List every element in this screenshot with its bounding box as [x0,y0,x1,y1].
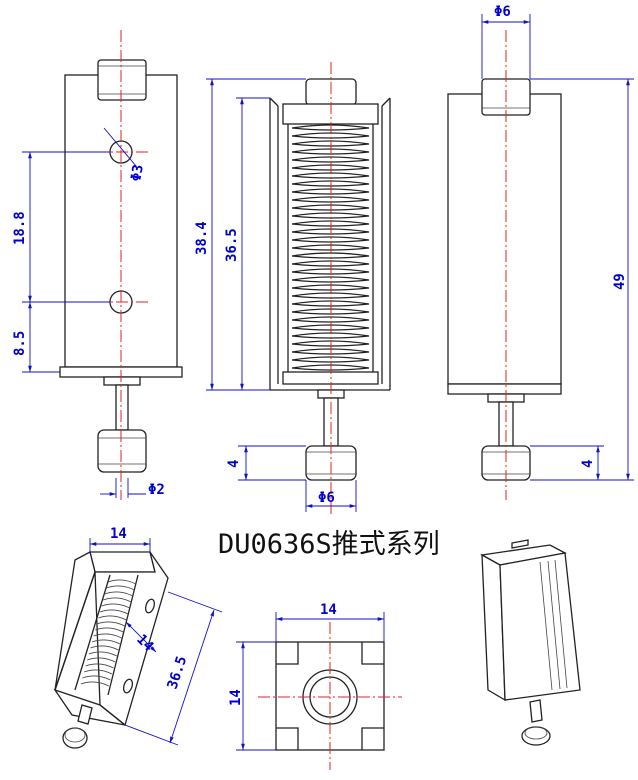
side-view [206,62,391,515]
spring-coil-turn [291,364,370,371]
iso-spring-turn [91,639,121,645]
front-hole-dia-label: Φ3 [128,163,147,182]
spring-coil-turn [291,356,370,363]
iso-spring-turn [87,657,116,663]
spring-coil-turn [291,180,370,187]
spring-coil [291,124,370,371]
spring-coil-turn [291,132,370,139]
side-button-height-label: 4 [226,460,242,468]
spring-coil-turn [291,156,370,163]
side-total-length-label: 38.4 [194,221,210,255]
spring-coil-turn [291,340,370,347]
spring-coil-turn [291,188,370,195]
spring-coil-turn [291,284,370,291]
iso-view-right [480,539,581,746]
iso-view [53,538,223,749]
spring-coil-turn [291,292,370,299]
spring-coil-turn [291,196,370,203]
iso-spring-turn [98,615,127,621]
spring-coil-turn [291,212,370,219]
side-button-dia-label: Φ6 [318,490,335,506]
spring-coil-turn [291,140,370,147]
spring-coil-turn [291,332,370,339]
iso-spring-turn [106,585,135,591]
spring-coil-turn [291,324,370,331]
right-button-height-label: 4 [580,460,596,468]
iso-spring-turn [107,579,137,585]
side-body-length-label: 36.5 [224,228,240,262]
spring-coil-turn [291,124,370,131]
spring-coil-turn [291,244,370,251]
iso-width-label: 14 [110,526,127,542]
iso-spring-turn [88,651,117,657]
front-shaft-dia-label: Φ2 [148,482,165,498]
spring-coil-turn [291,308,370,315]
spring-coil-turn [291,220,370,227]
spring-coil-turn [291,204,370,211]
spring-coil-turn [291,172,370,179]
drawing-title: DU0636S推式系列 [218,529,440,560]
spring-coil-turn [291,348,370,355]
spring-coil-turn [291,228,370,235]
iso-spring-turn [80,681,109,687]
right-overall-length-label: 49 [612,273,628,290]
iso-spring-coil [80,579,137,687]
front-bottom-offset-label: 8.5 [12,331,28,356]
iso-spring-turn [82,675,111,681]
end-view [236,612,402,770]
iso-spring-turn [90,645,119,651]
spring-coil-turn [291,316,370,323]
iso-spring-turn [99,609,129,615]
right-view [447,14,634,500]
right-top-dia-label: Φ6 [494,4,511,20]
iso-spring-turn [101,603,130,609]
spring-coil-turn [291,164,370,171]
front-hole-spacing-label: 18.8 [12,211,28,245]
spring-coil-turn [291,252,370,259]
front-view [22,30,183,500]
iso-spring-turn [96,621,125,627]
spring-coil-turn [291,300,370,307]
iso-spring-turn [83,669,113,675]
iso-spring-turn [85,663,114,669]
iso-spring-turn [103,597,132,603]
spring-coil-turn [291,236,370,243]
end-width-label: 14 [320,602,337,618]
iso-spring-turn [93,633,122,639]
spring-coil-turn [291,276,370,283]
spring-coil-turn [291,268,370,275]
iso-length-label: 36.5 [165,654,191,691]
iso-spring-turn [104,591,133,597]
iso-spring-turn [95,627,124,633]
end-height-label: 14 [228,689,244,706]
spring-coil-turn [291,148,370,155]
spring-coil-turn [291,260,370,267]
